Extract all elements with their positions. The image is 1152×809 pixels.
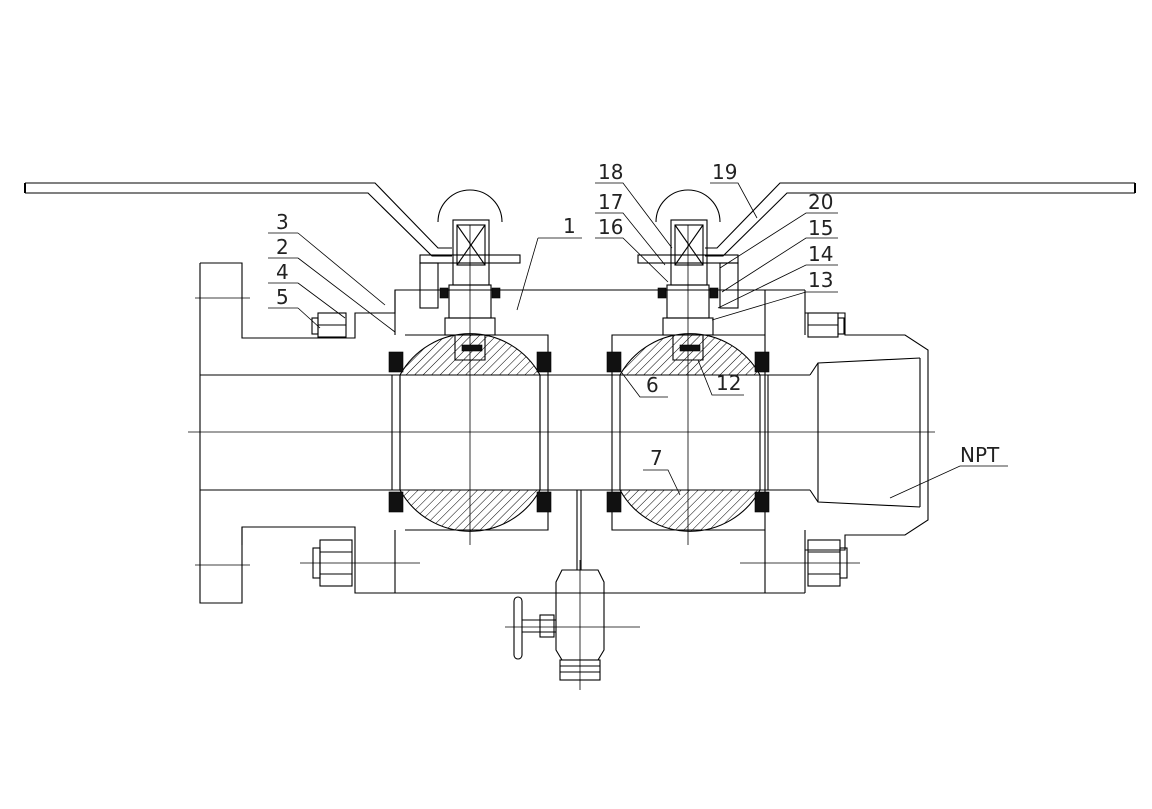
leader-lines	[268, 182, 1008, 499]
bolt-bottom-left	[300, 539, 420, 587]
left-stem-assembly	[419, 189, 521, 361]
callout-13: 13	[808, 268, 833, 292]
callout-20: 20	[808, 190, 833, 214]
callout-1: 1	[563, 214, 576, 238]
callout-18: 18	[598, 160, 623, 184]
callout-labels: 1 2 3 4 5 6 7 12 13 14 15 16 17 18 19 20…	[276, 160, 1000, 470]
bolt-bottom-right	[740, 539, 860, 587]
callout-5: 5	[276, 285, 289, 309]
callout-npt: NPT	[960, 443, 1000, 467]
right-stem-assembly	[637, 189, 739, 361]
callout-16: 16	[598, 215, 623, 239]
left-handle-lever	[24, 182, 452, 257]
callout-12: 12	[716, 371, 741, 395]
right-ball	[606, 225, 770, 545]
bolt-top-right	[807, 312, 845, 338]
callout-7: 7	[650, 446, 663, 470]
valve-body	[188, 289, 935, 594]
npt-end-connector	[805, 312, 929, 551]
callout-2: 2	[276, 235, 289, 259]
callout-3: 3	[276, 210, 289, 234]
right-handle-lever	[705, 182, 1136, 257]
callout-15: 15	[808, 216, 833, 240]
left-flange	[195, 262, 420, 604]
callout-4: 4	[276, 260, 289, 284]
callout-6: 6	[646, 373, 659, 397]
callout-17: 17	[598, 190, 623, 214]
callout-19: 19	[712, 160, 737, 184]
drain-valve	[505, 490, 640, 690]
bolt-top-left	[311, 312, 347, 338]
callout-14: 14	[808, 242, 833, 266]
left-ball	[388, 225, 552, 545]
